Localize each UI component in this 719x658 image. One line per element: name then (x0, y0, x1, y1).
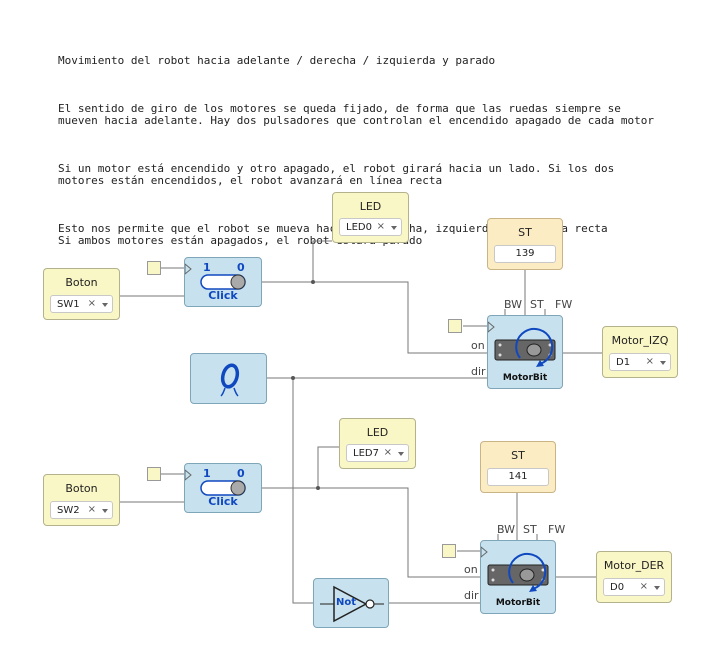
chevron-down-icon[interactable] (102, 509, 108, 513)
motor-icon (488, 321, 556, 367)
st-port-label: ST (523, 523, 537, 536)
pulse-input-4[interactable] (442, 544, 456, 558)
pulse-input-1[interactable] (147, 261, 161, 275)
constant-zero-icon (220, 363, 240, 397)
motorbit-label: MotorBit (502, 373, 548, 383)
not-gate-block[interactable]: Not (313, 578, 389, 628)
dir-label: dir (471, 365, 486, 378)
motor-pin-value: D0 (610, 582, 625, 593)
st-block-1[interactable]: ST 139 (487, 218, 563, 270)
clear-icon[interactable]: × (639, 581, 648, 592)
led-select[interactable]: LED0 × (339, 218, 402, 236)
on-label: on (464, 563, 478, 576)
led-select[interactable]: LED7 × (346, 444, 409, 462)
toggle-one-label: 1 (203, 261, 211, 274)
clear-icon[interactable]: × (383, 447, 392, 458)
boton-title: Boton (65, 482, 98, 495)
dir-label: dir (464, 589, 479, 602)
motor-pin-select[interactable]: D1 × (609, 353, 671, 371)
motor-der-block[interactable]: Motor_DER D0 × (596, 551, 672, 603)
st-block-2[interactable]: ST 141 (480, 441, 556, 493)
fw-label: FW (548, 523, 566, 536)
toggle-switch-icon (185, 469, 246, 496)
motor-der-title: Motor_DER (603, 559, 665, 572)
motorbit-label: MotorBit (495, 598, 541, 608)
bw-label: BW (497, 523, 516, 536)
motor-izq-block[interactable]: Motor_IZQ D1 × (602, 326, 678, 378)
clear-icon[interactable]: × (87, 298, 96, 309)
toggle-switch-icon (185, 263, 246, 290)
click-label: Click (208, 289, 238, 302)
chevron-down-icon[interactable] (660, 361, 666, 365)
led-title: LED (366, 426, 389, 439)
pulse-input-3[interactable] (448, 319, 462, 333)
toggle-one-label: 1 (203, 467, 211, 480)
motor-pin-value: D1 (616, 357, 631, 368)
not-label: Not (336, 597, 357, 608)
toggle-switch-2[interactable]: 1 0 Click (184, 463, 262, 513)
desc-line-1: Movimiento del robot hacia adelante / de… (58, 54, 496, 67)
click-label: Click (208, 495, 238, 508)
st-title: ST (518, 226, 532, 239)
motor-pin-select[interactable]: D0 × (603, 578, 665, 596)
switch-value: SW1 (57, 299, 80, 310)
toggle-zero-label: 0 (237, 467, 245, 480)
bw-label: BW (504, 298, 523, 311)
motor-izq-title: Motor_IZQ (611, 334, 669, 347)
boton-block-2[interactable]: Boton SW2 × (43, 474, 120, 526)
chevron-down-icon[interactable] (102, 303, 108, 307)
switch-value: SW2 (57, 505, 80, 516)
not-gate-icon (320, 585, 384, 623)
toggle-switch-1[interactable]: 1 0 Click (184, 257, 262, 307)
desc-line-4: Si un motor está encendido y otro apagad… (58, 162, 615, 175)
boton-block-1[interactable]: Boton SW1 × (43, 268, 120, 320)
led-block-1[interactable]: LED LED0 × (332, 192, 409, 243)
pulse-input-2[interactable] (147, 467, 161, 481)
motor-icon (481, 546, 549, 592)
switch-select[interactable]: SW2 × (50, 501, 113, 519)
desc-line-5: motores están encendidos, el robot avanz… (58, 174, 443, 187)
led-value: LED0 (346, 222, 372, 233)
motorbit-block-1[interactable]: MotorBit (487, 315, 563, 389)
clear-icon[interactable]: × (376, 221, 385, 232)
led-block-2[interactable]: LED LED7 × (339, 418, 416, 469)
desc-line-3: mueven hacia adelante. Hay dos pulsadore… (58, 114, 655, 127)
chevron-down-icon[interactable] (391, 226, 397, 230)
clear-icon[interactable]: × (645, 356, 654, 367)
st-value-field[interactable]: 141 (487, 468, 549, 486)
constant-zero-block[interactable] (190, 353, 267, 404)
desc-line-2: El sentido de giro de los motores se que… (58, 102, 621, 115)
motorbit-block-2[interactable]: MotorBit (480, 540, 556, 614)
boton-title: Boton (65, 276, 98, 289)
chevron-down-icon[interactable] (654, 586, 660, 590)
clear-icon[interactable]: × (87, 504, 96, 515)
led-value: LED7 (353, 448, 379, 459)
led-title: LED (359, 200, 382, 213)
st-title: ST (511, 449, 525, 462)
chevron-down-icon[interactable] (398, 452, 404, 456)
st-value-field[interactable]: 139 (494, 245, 556, 263)
fw-label: FW (555, 298, 573, 311)
st-port-label: ST (530, 298, 544, 311)
on-label: on (471, 339, 485, 352)
toggle-zero-label: 0 (237, 261, 245, 274)
switch-select[interactable]: SW1 × (50, 295, 113, 313)
